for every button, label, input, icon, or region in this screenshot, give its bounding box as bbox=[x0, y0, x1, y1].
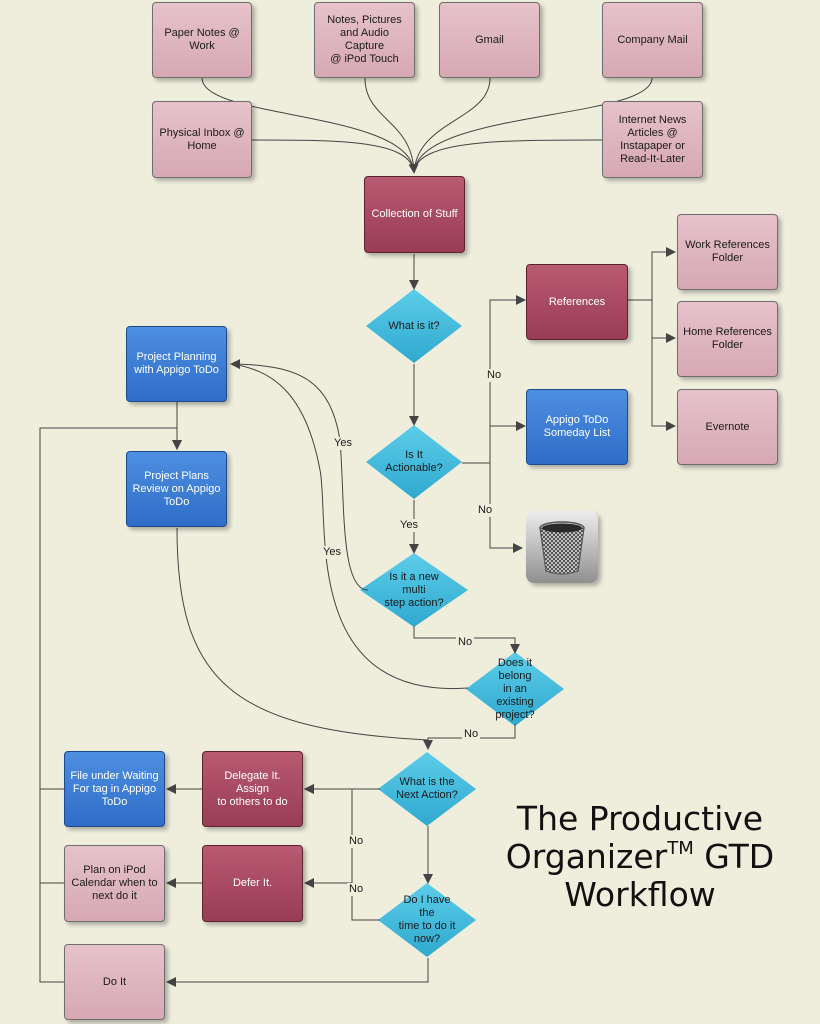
edge-label-no-defer: No bbox=[347, 883, 366, 896]
edge-feedback-doit bbox=[39, 789, 64, 983]
paper-notes-node[interactable]: Paper Notes @ Work bbox=[152, 2, 252, 78]
edge-time-to-delegate bbox=[304, 784, 380, 921]
project-planning-node[interactable]: Project Planning with Appigo ToDo bbox=[126, 326, 227, 402]
edge-paper-to-collection bbox=[201, 77, 419, 174]
title-line-3: Workflow bbox=[564, 875, 716, 914]
calendar-node[interactable]: Plan on iPod Calendar when to next do it bbox=[64, 845, 165, 922]
edge-label-no-references: No bbox=[485, 369, 504, 382]
company-mail-node[interactable]: Company Mail bbox=[602, 2, 703, 78]
next-action-label: What is the Next Action? bbox=[396, 776, 458, 801]
actionable-label: Is It Actionable? bbox=[385, 449, 443, 474]
internet-news-node[interactable]: Internet News Articles @ Instapaper or R… bbox=[602, 101, 703, 178]
edge-time-to-doit bbox=[166, 958, 429, 987]
edge-gmail-to-collection bbox=[413, 77, 491, 173]
multi-step-label: Is it a new multi step action? bbox=[384, 570, 444, 609]
edge-refs-to-evernote bbox=[628, 299, 676, 431]
physical-inbox-node[interactable]: Physical Inbox @ Home bbox=[152, 101, 252, 178]
trademark-mark: TM bbox=[667, 838, 694, 859]
edge-label-yes-planning: Yes bbox=[332, 437, 354, 450]
edge-label-yes-actionable: Yes bbox=[398, 519, 420, 532]
edge-refs-to-home bbox=[628, 299, 676, 343]
title-line-2a: Organizer bbox=[505, 837, 668, 876]
existing-project-label: Does it belong in an existing project? bbox=[495, 656, 535, 721]
edge-label-no-multi: No bbox=[456, 636, 475, 649]
existing-project-decision[interactable]: Does it belong in an existing project? bbox=[466, 652, 564, 726]
trash-can-icon[interactable] bbox=[526, 511, 598, 583]
edge-ipod-to-collection bbox=[364, 77, 415, 173]
edge-time-to-defer bbox=[304, 878, 380, 921]
edge-label-no-delegate: No bbox=[347, 835, 366, 848]
title-line-1: The Productive bbox=[516, 799, 764, 838]
trash-can-graphic bbox=[539, 521, 585, 575]
what-is-it-label: What is it? bbox=[388, 319, 440, 332]
home-references-node[interactable]: Home References Folder bbox=[677, 301, 778, 377]
edge-news-to-collection bbox=[413, 139, 603, 173]
have-time-label: Do I have the time to do it now? bbox=[398, 894, 456, 945]
edge-label-no-trash: No bbox=[476, 504, 495, 517]
waiting-for-node[interactable]: File under Waiting For tag in Appigo ToD… bbox=[64, 751, 165, 827]
edge-label-no-existing: No bbox=[462, 728, 481, 741]
gmail-node[interactable]: Gmail bbox=[439, 2, 540, 78]
ipod-capture-node[interactable]: Notes, Pictures and Audio Capture @ iPod… bbox=[314, 2, 415, 78]
title-line-2b: GTD bbox=[693, 837, 775, 876]
edge-refs-to-work bbox=[628, 247, 676, 301]
next-action-decision[interactable]: What is the Next Action? bbox=[378, 752, 476, 826]
someday-list-node[interactable]: Appigo ToDo Someday List bbox=[526, 389, 628, 465]
work-references-node[interactable]: Work References Folder bbox=[677, 214, 778, 290]
have-time-decision[interactable]: Do I have the time to do it now? bbox=[378, 883, 476, 957]
edge-multi-to-planning bbox=[230, 359, 369, 591]
edge-inbox-to-collection bbox=[251, 139, 415, 173]
edge-review-to-next bbox=[176, 527, 429, 741]
multi-step-decision[interactable]: Is it a new multi step action? bbox=[360, 553, 468, 627]
edge-feedback-to-review bbox=[39, 427, 182, 790]
evernote-node[interactable]: Evernote bbox=[677, 389, 778, 465]
edge-actionable-to-someday bbox=[462, 421, 526, 464]
project-review-node[interactable]: Project Plans Review on Appigo ToDo bbox=[126, 451, 227, 527]
collection-node[interactable]: Collection of Stuff bbox=[364, 176, 465, 253]
edge-company-to-collection bbox=[413, 77, 653, 173]
actionable-decision[interactable]: Is It Actionable? bbox=[366, 425, 462, 499]
edge-existing-to-planning bbox=[231, 363, 469, 689]
edge-label-yes-existing: Yes bbox=[321, 546, 343, 559]
defer-node[interactable]: Defer It. bbox=[202, 845, 303, 922]
what-is-it-decision[interactable]: What is it? bbox=[366, 289, 462, 363]
delegate-node[interactable]: Delegate It. Assign to others to do bbox=[202, 751, 303, 827]
do-it-node[interactable]: Do It bbox=[64, 944, 165, 1020]
references-node[interactable]: References bbox=[526, 264, 628, 340]
